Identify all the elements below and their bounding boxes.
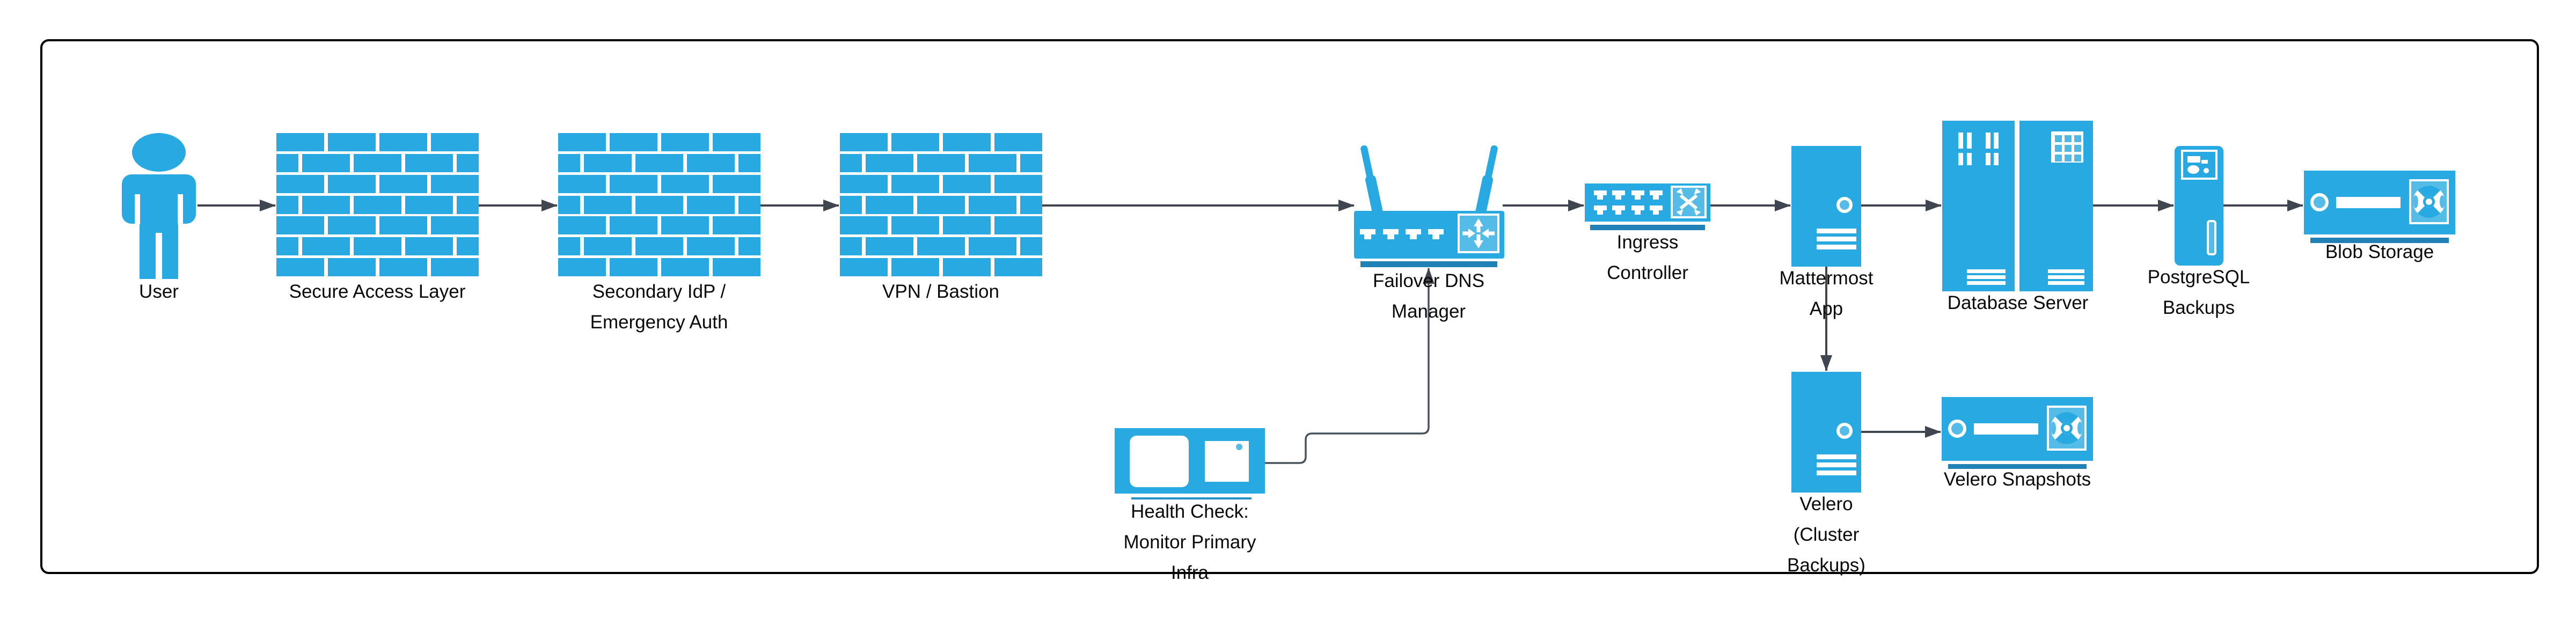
node-label-ingress-controller: Ingress Controller xyxy=(1607,232,1688,283)
firewall-icon xyxy=(840,133,1042,279)
node-label-vpn-bastion: VPN / Bastion xyxy=(882,281,999,302)
node-label-database-server: Database Server xyxy=(1947,292,2089,313)
node-label-health-check: Health Check: Monitor Primary Infra xyxy=(1123,501,1256,583)
node-label-blob-storage: Blob Storage xyxy=(2325,241,2434,262)
node-label-postgresql-backups: PostgreSQL Backups xyxy=(2147,267,2250,318)
rack-server-icon xyxy=(1942,121,2093,291)
storage-base-bar xyxy=(2310,238,2449,243)
firewall-icon xyxy=(558,133,760,279)
storage-base-bar xyxy=(1948,464,2087,469)
storage-unit-icon xyxy=(1942,397,2093,461)
node-label-user: User xyxy=(139,281,179,302)
switch-icon xyxy=(1585,183,1710,222)
router-base-bar xyxy=(1360,261,1497,267)
node-label-failover-dns: Failover DNS Manager xyxy=(1372,270,1485,322)
storage-unit-icon xyxy=(2304,171,2455,234)
node-label-secondary-idp: Secondary IdP / Emergency Auth xyxy=(590,281,728,333)
monitor-base-bar xyxy=(1131,497,1252,499)
diagram-border xyxy=(40,39,2539,574)
edge-healthcheck-to-dns xyxy=(1265,268,1435,464)
wireless-router-icon xyxy=(1354,145,1504,259)
firewall-icon xyxy=(276,133,479,279)
node-label-secure-access-layer: Secure Access Layer xyxy=(289,281,466,302)
user-icon xyxy=(122,133,196,279)
backup-server-icon xyxy=(2175,146,2223,266)
node-label-velero: Velero (Cluster Backups) xyxy=(1787,494,1865,576)
node-label-velero-snapshots: Velero Snapshots xyxy=(1943,469,2091,490)
node-label-mattermost-app: Mattermost App xyxy=(1779,268,1874,319)
switch-base-bar xyxy=(1590,225,1705,230)
monitor-icon xyxy=(1115,428,1265,494)
tower-server-icon xyxy=(1791,146,1861,267)
tower-server-icon xyxy=(1791,372,1861,493)
